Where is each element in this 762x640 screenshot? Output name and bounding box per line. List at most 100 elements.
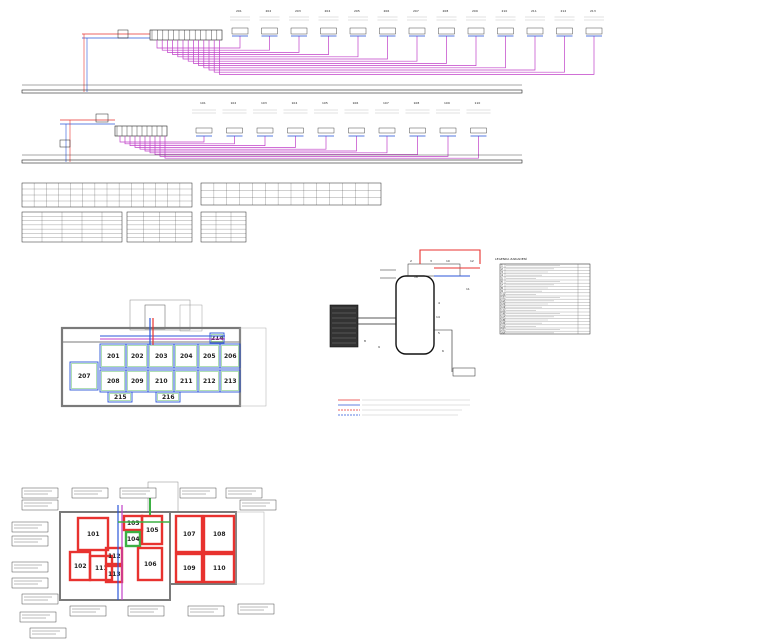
annotation-box <box>11 535 49 547</box>
room-floor1: 102 <box>68 550 92 582</box>
unit-upper: 211 <box>525 9 545 37</box>
room-floor2-label: 206 <box>224 353 237 360</box>
legend-item-number: 16 <box>501 312 505 316</box>
room-floor1-label: 103 <box>127 520 140 527</box>
table-block-right <box>200 182 382 243</box>
room-floor2-label: 203 <box>155 353 168 360</box>
room-floor1-label: 111 <box>95 565 108 572</box>
unit-upper: 202 <box>259 9 280 37</box>
room-floor2: 215 <box>107 391 133 403</box>
unit-lower-label: 101 <box>200 101 206 105</box>
legend-item-number: 3 <box>501 270 503 274</box>
room-floor1-label: 112 <box>108 553 121 560</box>
room-floor1: 108 <box>202 514 236 554</box>
annotation-box <box>239 499 277 511</box>
room-floor1-label: 113 <box>108 571 121 578</box>
room-floor1-label: 101 <box>87 531 100 538</box>
legend-item-number: 4 <box>501 273 503 277</box>
unit-upper: 210 <box>495 9 516 37</box>
unit-upper: 204 <box>318 9 339 37</box>
unit-upper-label: 211 <box>531 9 537 13</box>
room-floor2: 211 <box>173 369 199 393</box>
annotation-box <box>127 605 165 617</box>
legend-item-number: 20 <box>501 324 505 328</box>
room-floor2: 210 <box>147 369 175 393</box>
room-floor2-label: 216 <box>162 394 175 401</box>
detail-callout-number: 5 <box>438 331 440 335</box>
annotation-box <box>21 593 59 605</box>
detail-callout-number: 9 <box>378 345 380 349</box>
annotation-box <box>19 611 57 623</box>
annotation-box <box>11 577 49 589</box>
unit-lower: 107 <box>375 101 399 137</box>
unit-upper-label: 201 <box>236 9 242 13</box>
storage-tank <box>395 275 435 355</box>
room-floor2: 209 <box>125 369 149 393</box>
legend-item-number: 18 <box>501 318 505 322</box>
room-floor2-label: 210 <box>155 378 168 385</box>
legend-item-number: 1 <box>501 264 503 268</box>
room-floor2: 208 <box>99 369 127 393</box>
unit-upper-label: 205 <box>354 9 360 13</box>
unit-upper-label: 212 <box>561 9 567 13</box>
room-floor2-label: 213 <box>224 378 237 385</box>
unit-lower: 109 <box>436 101 460 137</box>
detail-callout-number: 8 <box>364 339 366 343</box>
room-floor2-label: 208 <box>107 378 120 385</box>
annotation-box <box>225 487 263 499</box>
annotation-box <box>69 605 107 617</box>
unit-upper-label: 203 <box>295 9 301 13</box>
room-floor2-label: 202 <box>131 353 144 360</box>
room-floor1-label: 108 <box>213 531 226 538</box>
detail-callout-number: 10 <box>446 259 450 263</box>
room-floor2: 202 <box>125 343 149 369</box>
legend-item-number: 14 <box>501 305 505 309</box>
detail-callout-number: 4 <box>438 301 440 305</box>
legend-item-number: 7 <box>501 283 503 287</box>
unit-upper: 213 <box>584 9 604 37</box>
detail-callout-number: 12 <box>470 259 474 263</box>
room-floor2-label: 211 <box>180 378 193 385</box>
room-floor1: 106 <box>136 546 164 582</box>
legend-item-number: 8 <box>501 286 503 290</box>
annotation-box <box>21 487 59 499</box>
room-floor1: 111 <box>88 554 114 582</box>
room-floor2: 206 <box>219 343 241 369</box>
annotation-box <box>21 499 59 511</box>
unit-upper: 207 <box>407 9 427 37</box>
equipment-legend: LEGENDA ZARIADENÍ 1234567891011121314151… <box>495 256 591 335</box>
unit-upper-label: 204 <box>325 9 331 13</box>
room-floor2: 205 <box>197 343 221 369</box>
annotation-box <box>179 487 217 499</box>
legend-title: LEGENDA ZARIADENÍ <box>495 256 527 261</box>
annotation-box <box>11 521 49 533</box>
detail-callout-number: 6 <box>442 349 444 353</box>
room-floor1-label: 105 <box>146 527 159 534</box>
detail-callout-number: 2 <box>410 259 412 263</box>
unit-lower: 105 <box>314 101 338 137</box>
room-floor1: 109 <box>174 552 204 584</box>
detail-callout-number: 11 <box>466 287 470 291</box>
legend-item-number: 10 <box>501 292 505 296</box>
unit-upper-label: 209 <box>472 9 478 13</box>
unit-lower-label: 110 <box>475 101 481 105</box>
room-floor2: 213 <box>219 369 241 393</box>
room-floor2-label: 205 <box>203 353 216 360</box>
unit-lower: 110 <box>466 101 491 137</box>
room-floor1-label: 110 <box>213 565 226 572</box>
unit-upper: 203 <box>289 9 309 37</box>
unit-lower: 101 <box>192 101 216 137</box>
legend-item-number: 22 <box>501 331 505 335</box>
detail-callout-number: 3 <box>430 259 432 263</box>
unit-upper-label: 207 <box>413 9 419 13</box>
legend-item-number: 5 <box>501 276 503 280</box>
unit-upper-label: 210 <box>502 9 508 13</box>
room-floor2: 212 <box>197 369 221 393</box>
unit-upper: 205 <box>348 9 368 37</box>
room-floor1: 107 <box>174 514 204 554</box>
room-floor1-label: 109 <box>183 565 196 572</box>
